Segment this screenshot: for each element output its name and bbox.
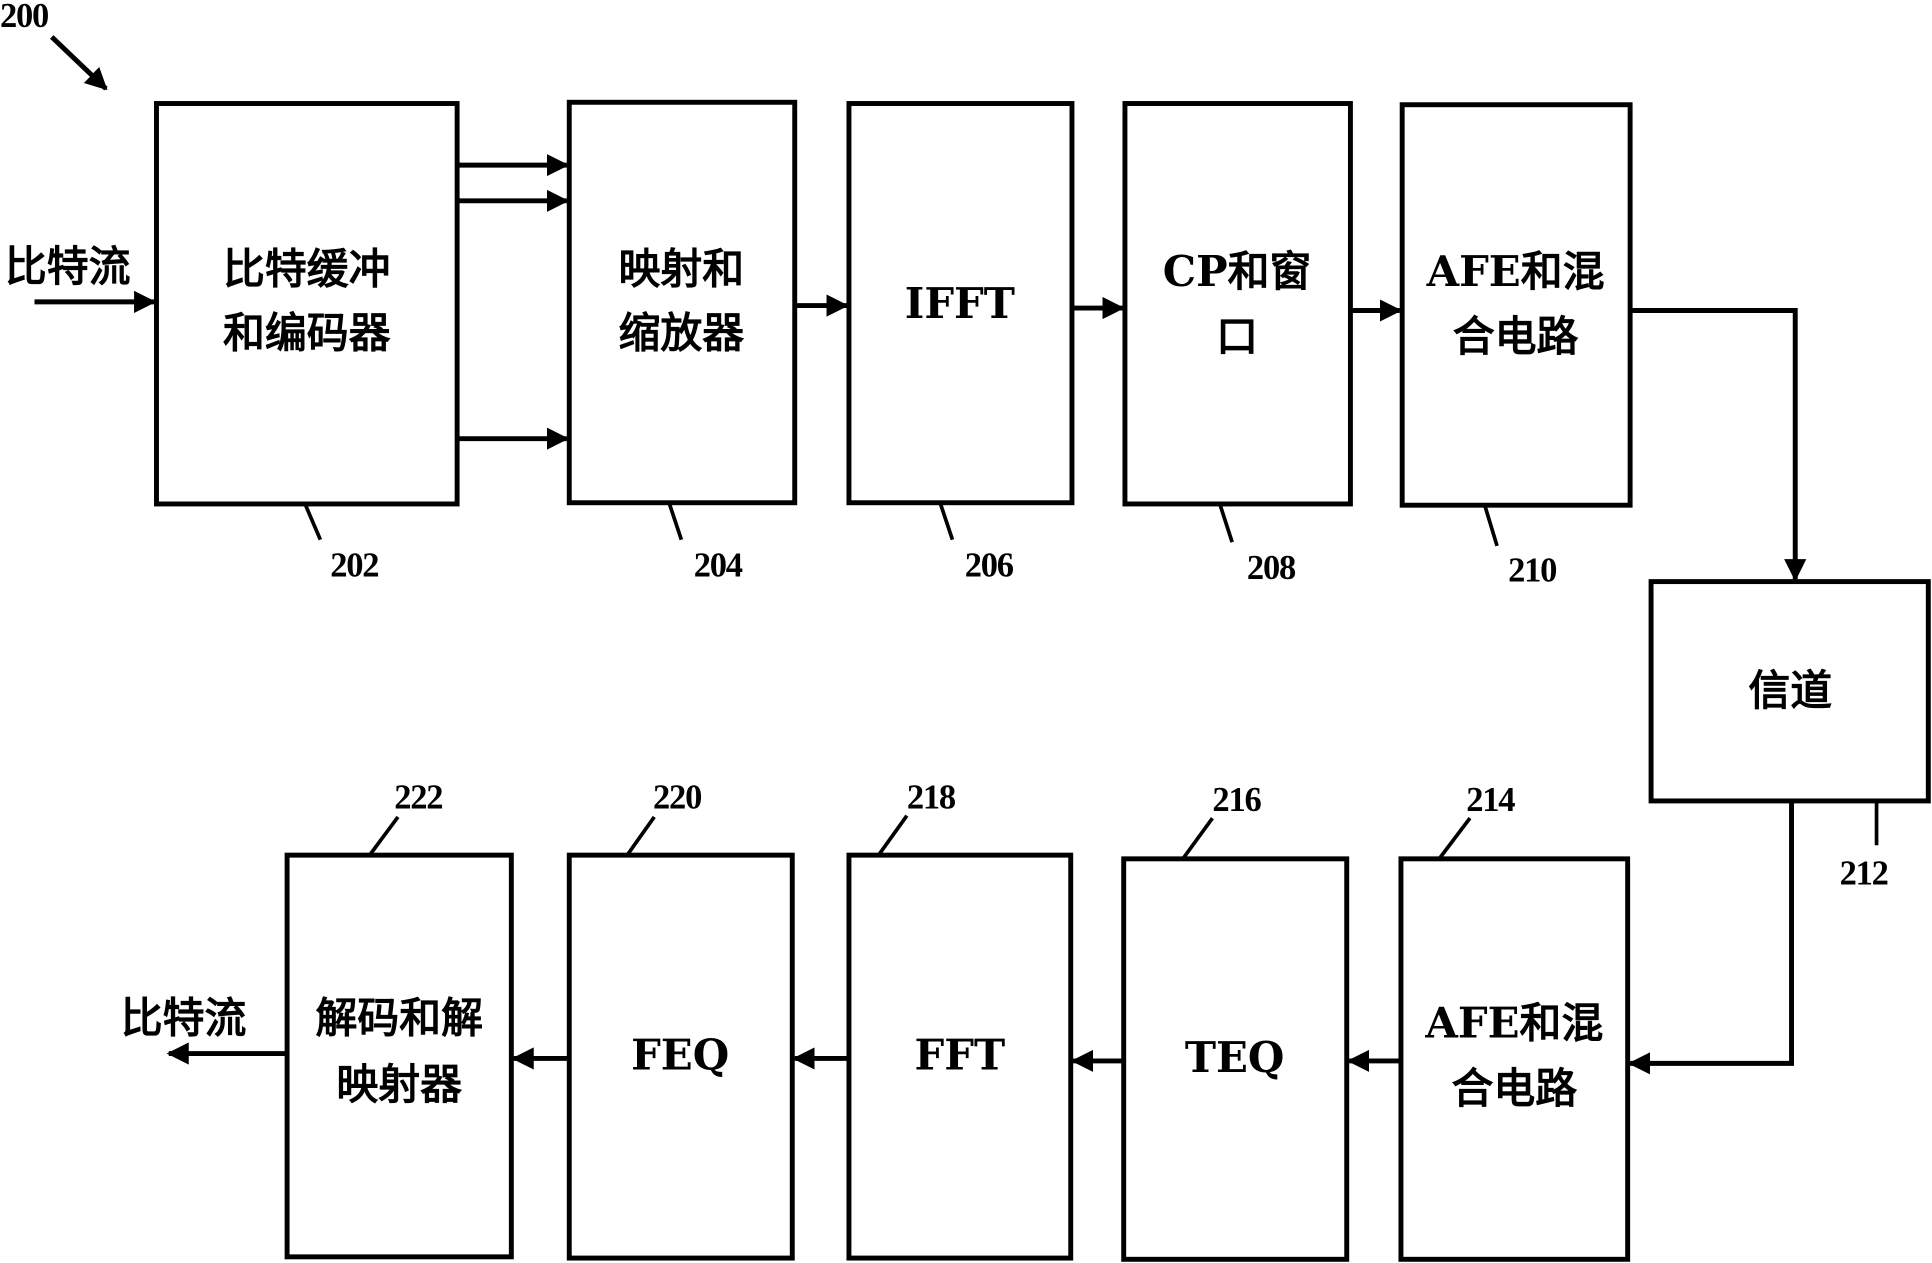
ref-number-222: 222	[394, 778, 442, 816]
ref-lead-210	[1482, 504, 1499, 547]
ref-number-216: 216	[1212, 781, 1261, 819]
block-208-cp-window: CP和窗 口	[1122, 101, 1353, 507]
block-label-line: 合电路	[1453, 312, 1579, 361]
block-label-line: 比特缓冲	[223, 244, 390, 293]
ref-lead-218	[877, 814, 909, 857]
block-206-ifft: IFFT	[846, 101, 1075, 506]
block-label-line: 映射器	[336, 1060, 463, 1109]
ref-number-202: 202	[330, 547, 378, 585]
block-label-line: AFE和混	[1426, 247, 1605, 296]
block-label-line: 合电路	[1451, 1064, 1577, 1113]
ref-number-214: 214	[1466, 781, 1515, 819]
ref-number-218: 218	[907, 778, 956, 816]
ref-lead-222	[368, 815, 400, 857]
link-210-channel	[1630, 308, 1807, 582]
block-label-line: 信道	[1748, 666, 1832, 715]
ref-number-210: 210	[1508, 552, 1556, 590]
block-222-decoder-demapper: 解码和解 映射器	[284, 852, 514, 1260]
ref-lead-204	[667, 502, 684, 541]
block-218-fft: FFT	[846, 852, 1074, 1261]
block-label-line: CP和窗	[1163, 247, 1312, 296]
ref-lead-216	[1181, 817, 1214, 860]
link-channel-214	[1627, 800, 1794, 1075]
figure-ref-arrow	[50, 35, 108, 91]
ref-number-208: 208	[1247, 549, 1296, 587]
ref-number-204: 204	[694, 547, 743, 585]
block-label-line: 和编码器	[223, 308, 392, 357]
block-label-line: IFFT	[905, 279, 1015, 328]
output-bitstream-label: 比特流	[121, 994, 247, 1043]
ref-number-220: 220	[653, 778, 701, 816]
block-label-line: FEQ	[631, 1031, 729, 1080]
block-label-line: 解码和解	[315, 994, 482, 1043]
ref-lead-202	[303, 504, 323, 541]
block-204-mapper-scaler: 映射和 缩放器	[566, 99, 798, 506]
ref-lead-208	[1218, 503, 1234, 543]
block-202-bit-buffer-encoder: 比特缓冲 和编码器	[154, 101, 460, 507]
block-label-line: 缩放器	[619, 308, 746, 357]
block-216-teq: TEQ	[1121, 856, 1350, 1262]
block-label-line: TEQ	[1185, 1033, 1285, 1082]
block-label-line: 口	[1216, 312, 1258, 361]
block-label-line: FFT	[915, 1031, 1006, 1080]
block-210-afe-hybrid: AFE和混 合电路	[1399, 102, 1633, 508]
block-212-channel: 信道	[1648, 579, 1931, 804]
input-bitstream-label: 比特流	[5, 242, 131, 291]
ref-lead-220	[625, 815, 656, 857]
ref-number-206: 206	[965, 547, 1014, 585]
block-label-line: AFE和混	[1424, 999, 1603, 1048]
ref-lead-214	[1437, 817, 1472, 860]
figure-ref-label: 200	[0, 0, 48, 35]
block-220-feq: FEQ	[566, 852, 795, 1261]
block-label-line: 映射和	[619, 244, 745, 293]
block-214-afe-hybrid: AFE和混 合电路	[1398, 856, 1631, 1262]
ref-number-212: 212	[1840, 855, 1888, 893]
ref-lead-206	[938, 502, 955, 541]
